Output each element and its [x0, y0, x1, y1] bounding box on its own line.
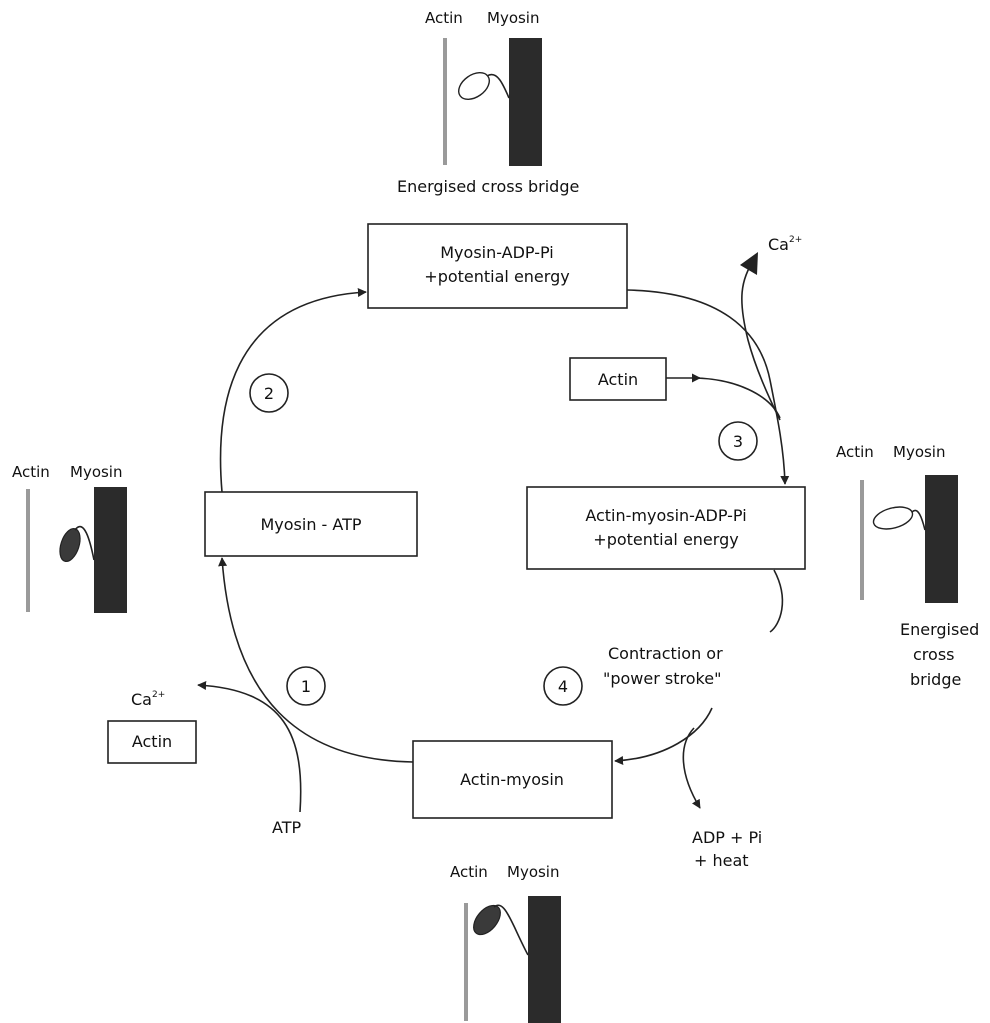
myosin-head-energised	[872, 506, 914, 530]
myosin-neck	[486, 73, 510, 99]
myosin-label-bottom: Myosin	[507, 863, 560, 881]
myosin-label-top: Myosin	[487, 9, 540, 27]
arrow-calcium-in-head	[740, 252, 758, 275]
box-actin-input: Actin	[569, 357, 667, 401]
box-myosin-atp: Myosin - ATP	[204, 491, 418, 557]
box-actin-input-label: Actin	[598, 370, 638, 389]
myosin-filament	[509, 38, 542, 166]
step-number-1: 1	[301, 677, 311, 696]
step-number-4: 4	[558, 677, 568, 696]
myosin-neck	[493, 904, 529, 956]
myosin-filament	[94, 487, 127, 613]
actin-label-left: Actin	[12, 463, 50, 481]
myosin-neck	[911, 509, 926, 531]
cross-bridge-label-right-3: bridge	[910, 670, 961, 689]
calcium-in-label: Ca2+	[768, 235, 802, 254]
myosin-filament	[925, 475, 958, 603]
box-actin-myosin: Actin-myosin	[412, 740, 613, 819]
filament-icon-top: Actin Myosin Energised cross bridge	[397, 9, 579, 196]
box-myosin-adp-pi-line2: +potential energy	[424, 267, 569, 286]
myosin-head-bound	[473, 904, 501, 936]
arrow-step1	[218, 557, 414, 763]
step-number-3: 3	[733, 432, 743, 451]
step-marker-3: 3	[718, 421, 758, 461]
calcium-out-label: Ca2+	[131, 690, 165, 709]
actin-filament	[464, 903, 468, 1021]
actin-label-right: Actin	[836, 443, 874, 461]
myosin-label-right: Myosin	[893, 443, 946, 461]
step-number-2: 2	[264, 384, 274, 403]
actin-filament	[26, 489, 30, 612]
arrow-step4-upper	[769, 569, 784, 633]
box-myosin-adp-pi: Myosin-ADP-Pi +potential energy	[367, 223, 628, 309]
box-actin-myosin-label: Actin-myosin	[460, 770, 564, 789]
atp-label: ATP	[272, 818, 301, 837]
box-actin-myosin-adp-pi-line1: Actin-myosin-ADP-Pi	[585, 506, 746, 525]
myosin-filament	[528, 896, 561, 1023]
arrow-step2	[219, 287, 367, 493]
arrow-calcium-in	[741, 257, 781, 421]
step-marker-4: 4	[543, 666, 583, 706]
arrow-actin-in	[691, 377, 781, 419]
actin-filament	[443, 38, 447, 165]
box-actin-output-label: Actin	[132, 732, 172, 751]
filament-icon-left: Actin Myosin	[12, 463, 127, 613]
cross-bridge-label-right-1: Energised	[900, 620, 979, 639]
myosin-head-energised	[458, 72, 490, 100]
box-actin-myosin-adp-pi-line2: +potential energy	[593, 530, 738, 549]
step-marker-2: 2	[249, 373, 289, 413]
step-marker-1: 1	[286, 666, 326, 706]
cross-bridge-label-top: Energised cross bridge	[397, 177, 579, 196]
arrow-step3	[626, 289, 790, 485]
myosin-neck	[74, 526, 95, 561]
myosin-head-bound	[59, 527, 81, 563]
contraction-label-line1: Contraction or	[608, 644, 723, 663]
filament-icon-right: Actin Myosin Energised cross bridge	[836, 443, 979, 689]
box-myosin-adp-pi-line1: Myosin-ADP-Pi	[440, 243, 553, 262]
products-label-line1: ADP + Pi	[692, 828, 762, 847]
arrow-step4-lower	[614, 707, 713, 766]
actin-label-top: Actin	[425, 9, 463, 27]
myosin-label-left: Myosin	[70, 463, 123, 481]
actin-label-bottom: Actin	[450, 863, 488, 881]
box-actin-output: Actin	[107, 720, 197, 764]
filament-icon-bottom: Actin Myosin	[450, 863, 561, 1023]
products-label-line2: + heat	[694, 851, 749, 870]
arrow-atp-ca-out	[197, 680, 302, 813]
cross-bridge-label-right-2: cross	[913, 645, 954, 664]
box-actin-myosin-adp-pi: Actin-myosin-ADP-Pi +potential energy	[526, 486, 806, 570]
actin-filament	[860, 480, 864, 600]
arrow-products-out	[682, 727, 701, 809]
contraction-label-line2: "power stroke"	[603, 669, 721, 688]
box-myosin-atp-label: Myosin - ATP	[260, 515, 361, 534]
